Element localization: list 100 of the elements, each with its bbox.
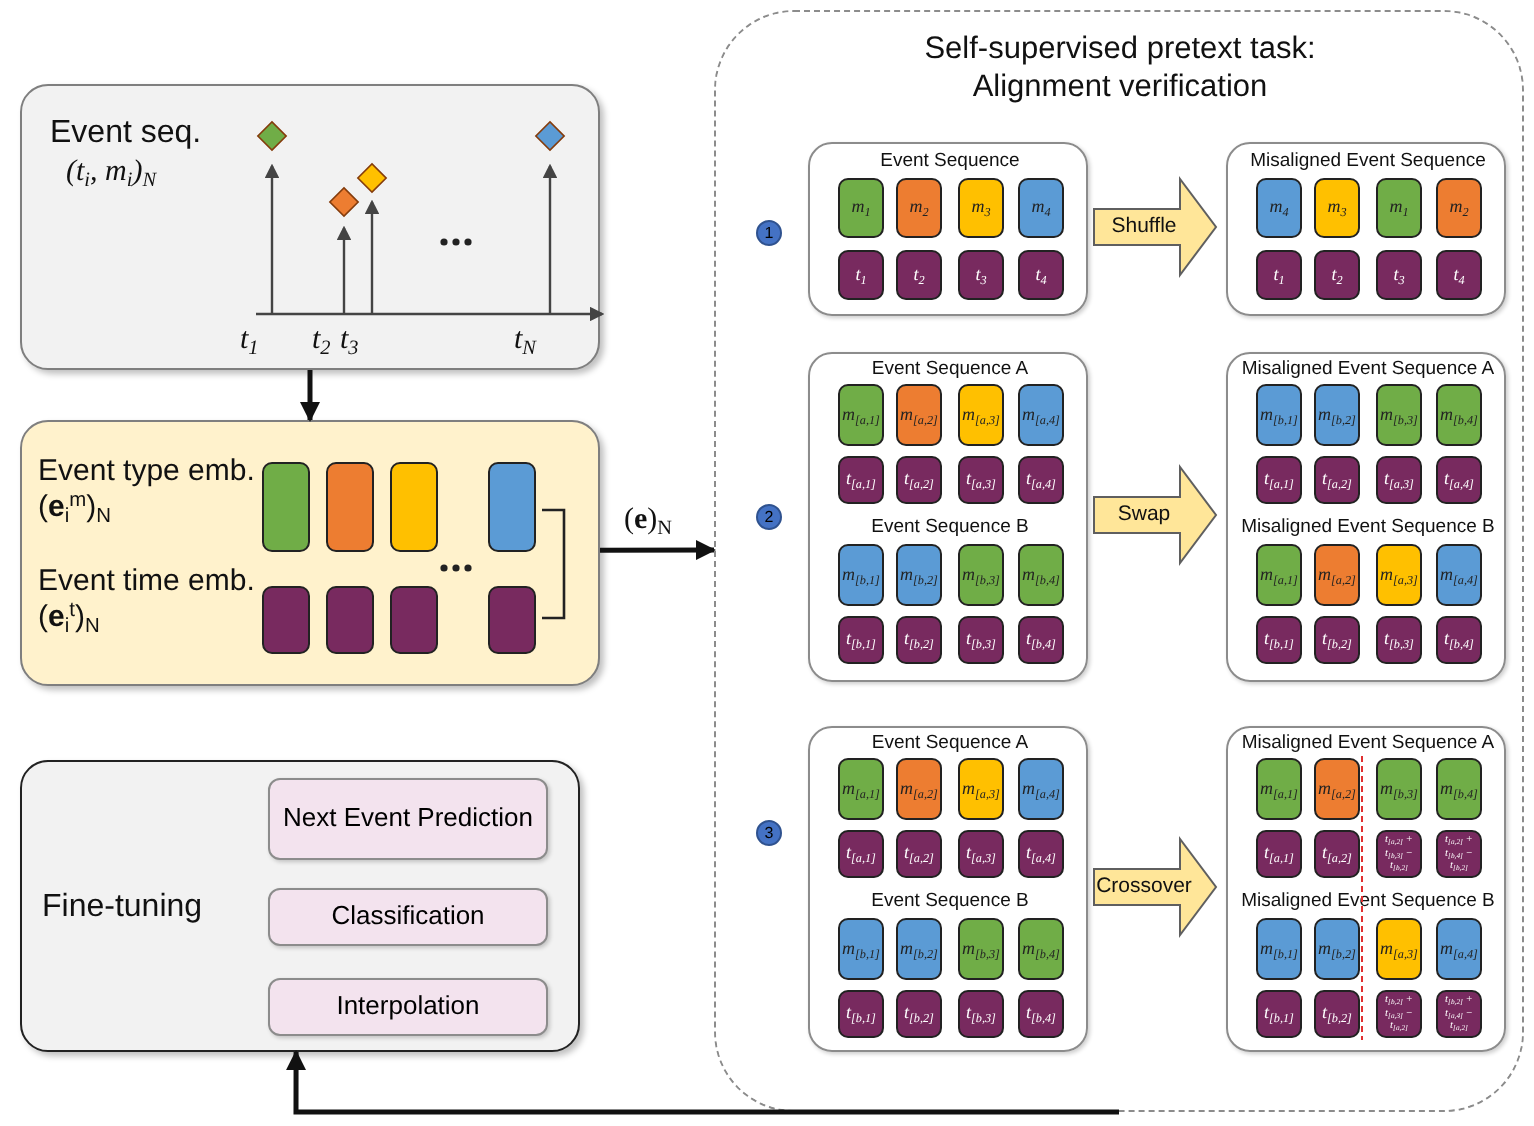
- token-tile: t$_{[a,3]}$: [958, 456, 1004, 504]
- token-tile: t$_{3}$: [1376, 250, 1422, 300]
- sequence-heading: Event Sequence A: [869, 358, 1031, 381]
- token-tile: m$_{[b,2]}$: [896, 544, 942, 606]
- panel: [20, 420, 600, 686]
- arrow: [300, 370, 320, 422]
- token-tile: m$_{[a,4]}$: [1018, 384, 1064, 446]
- task-box: Classification: [268, 888, 548, 946]
- token-tile: t$_{[a,2]}$: [1314, 830, 1360, 878]
- token-tile: m$_{[a,3]}$: [958, 758, 1004, 820]
- token-tile: m$_{[a,4]}$: [1436, 544, 1482, 606]
- sequence-heading: Event Sequence B: [869, 516, 1031, 539]
- token-tile: m$_{[b,3]}$: [958, 544, 1004, 606]
- token-tile: m$_{[a,4]}$: [1018, 758, 1064, 820]
- token-tile: t$_{[b,2]}$: [896, 616, 942, 664]
- token-tile: t$_{[a,2]}$: [896, 456, 942, 504]
- panel-label: Event seq.: [50, 114, 204, 153]
- sequence-heading: Misaligned Event Sequence B: [1239, 890, 1497, 913]
- token-tile: t$_{[a,2]}$: [896, 830, 942, 878]
- panel-label: (t$_{i}$, m$_{i}$)$_{N}$: [66, 154, 159, 190]
- panel: [20, 84, 600, 370]
- task-box: Interpolation: [268, 978, 548, 1036]
- embedding-tile: [390, 462, 438, 552]
- token-tile: t$_{4}$: [1018, 250, 1064, 300]
- embedding-tile: [488, 586, 536, 654]
- token-tile: t$_{[a,3]}$: [1376, 456, 1422, 504]
- token-tile: t$_{[b,3]}$: [958, 616, 1004, 664]
- token-tile: t$_{2}$: [1314, 250, 1360, 300]
- token-tile: t$_{[a,4]}$: [1018, 456, 1064, 504]
- sequence-heading: Misaligned Event Sequence A: [1239, 358, 1497, 381]
- token-tile: m$_{[a,3]}$: [958, 384, 1004, 446]
- block-arrow: [1093, 464, 1218, 566]
- sequence-heading: Event Sequence: [878, 150, 1022, 173]
- token-tile: t$_{[b,2]}$: [1314, 616, 1360, 664]
- token-tile: t$_{[a,4]}$: [1436, 456, 1482, 504]
- token-tile: t$_{2}$: [896, 250, 942, 300]
- token-tile: m$_{3}$: [1314, 178, 1360, 238]
- token-tile: t$_{[b,2]}$: [896, 990, 942, 1038]
- token-tile: t$_{[b,3]}$: [1376, 616, 1422, 664]
- token-tile: m$_{[b,1]}$: [1256, 384, 1302, 446]
- axis-tick-label: t$_{N}$: [514, 324, 536, 358]
- token-tile: m$_{3}$: [958, 178, 1004, 238]
- token-tile: m$_{[b,3]}$: [1376, 758, 1422, 820]
- arrow: [286, 1050, 1119, 1115]
- token-tile: t$_{[a,1]}$: [838, 456, 884, 504]
- token-tile: t$_{[a,1]}$: [1256, 456, 1302, 504]
- token-tile: t$_{[b,1]}$: [838, 990, 884, 1038]
- token-tile: m$_{[a,3]}$: [1376, 918, 1422, 980]
- token-tile: m$_{[b,3]}$: [1376, 384, 1422, 446]
- token-tile: t$_{[b,2]}$: [1314, 990, 1360, 1038]
- arrow: [600, 540, 716, 561]
- token-tile: m$_{[b,4]}$: [1436, 758, 1482, 820]
- sequence-heading: Event Sequence B: [869, 890, 1031, 913]
- token-tile: t$_{1}$: [1256, 250, 1302, 300]
- token-tile: t$_{4}$: [1436, 250, 1482, 300]
- sequence-box: [808, 142, 1088, 316]
- token-tile: t$_{[a,4]}$: [1018, 830, 1064, 878]
- axis-tick-label: t$_{2}$: [312, 324, 331, 358]
- token-tile: t$_{[b,1]}$: [838, 616, 884, 664]
- token-tile: m$_{[a,4]}$: [1436, 918, 1482, 980]
- token-tile: m$_{[a,2]}$: [896, 384, 942, 446]
- token-tile: t$_{[a,1]}$: [838, 830, 884, 878]
- sequence-box: [808, 352, 1088, 682]
- edge-label: (e)$_{N}$: [624, 504, 673, 538]
- token-tile: m$_{[a,2]}$: [1314, 544, 1360, 606]
- embedding-tile: [262, 462, 310, 552]
- number-badge: 3: [756, 820, 782, 846]
- axis-tick-label: t$_{1}$: [240, 324, 259, 358]
- number-badge: 1: [756, 220, 782, 246]
- embedding-tile: [326, 462, 374, 552]
- token-tile: m$_{1}$: [1376, 178, 1422, 238]
- token-tile: m$_{[b,2]}$: [1314, 918, 1360, 980]
- token-tile: m$_{1}$: [838, 178, 884, 238]
- token-tile: t$_{[b,1]}$: [1256, 616, 1302, 664]
- edge-label: Shuffle: [1111, 213, 1177, 237]
- sequence-box: [1226, 352, 1506, 682]
- token-tile: m$_{[a,3]}$: [1376, 544, 1422, 606]
- embedding-tile: [262, 586, 310, 654]
- sequence-heading: Misaligned Event Sequence A: [1239, 732, 1497, 755]
- token-tile: t$_{[a,1]}$: [1256, 830, 1302, 878]
- embedding-tile: [326, 586, 374, 654]
- token-tile: m$_{[b,2]}$: [1314, 384, 1360, 446]
- token-tile: m$_{2}$: [896, 178, 942, 238]
- sequence-box: [1226, 726, 1506, 1052]
- embedding-tile: [488, 462, 536, 552]
- number-badge: 2: [756, 504, 782, 530]
- token-tile: m$_{[a,2]}$: [1314, 758, 1360, 820]
- token-tile: m$_{[a,1]}$: [838, 758, 884, 820]
- sequence-box: [1226, 142, 1506, 316]
- token-tile: t$_{3}$: [958, 250, 1004, 300]
- task-box: Next Event Prediction: [268, 778, 548, 860]
- token-tile: t$_{[a,3]}$: [958, 830, 1004, 878]
- token-tile: m$_{[b,1]}$: [1256, 918, 1302, 980]
- token-tile: m$_{[a,1]}$: [1256, 544, 1302, 606]
- panel-label: Event time emb. (e$_{i}$$^{t}$)$_{N}$: [38, 564, 257, 636]
- token-tile: m$_{[a,1]}$: [838, 384, 884, 446]
- sequence-box: [808, 726, 1088, 1052]
- block-arrow: [1093, 176, 1218, 278]
- block-arrow: [1093, 836, 1218, 938]
- panel: [20, 760, 580, 1052]
